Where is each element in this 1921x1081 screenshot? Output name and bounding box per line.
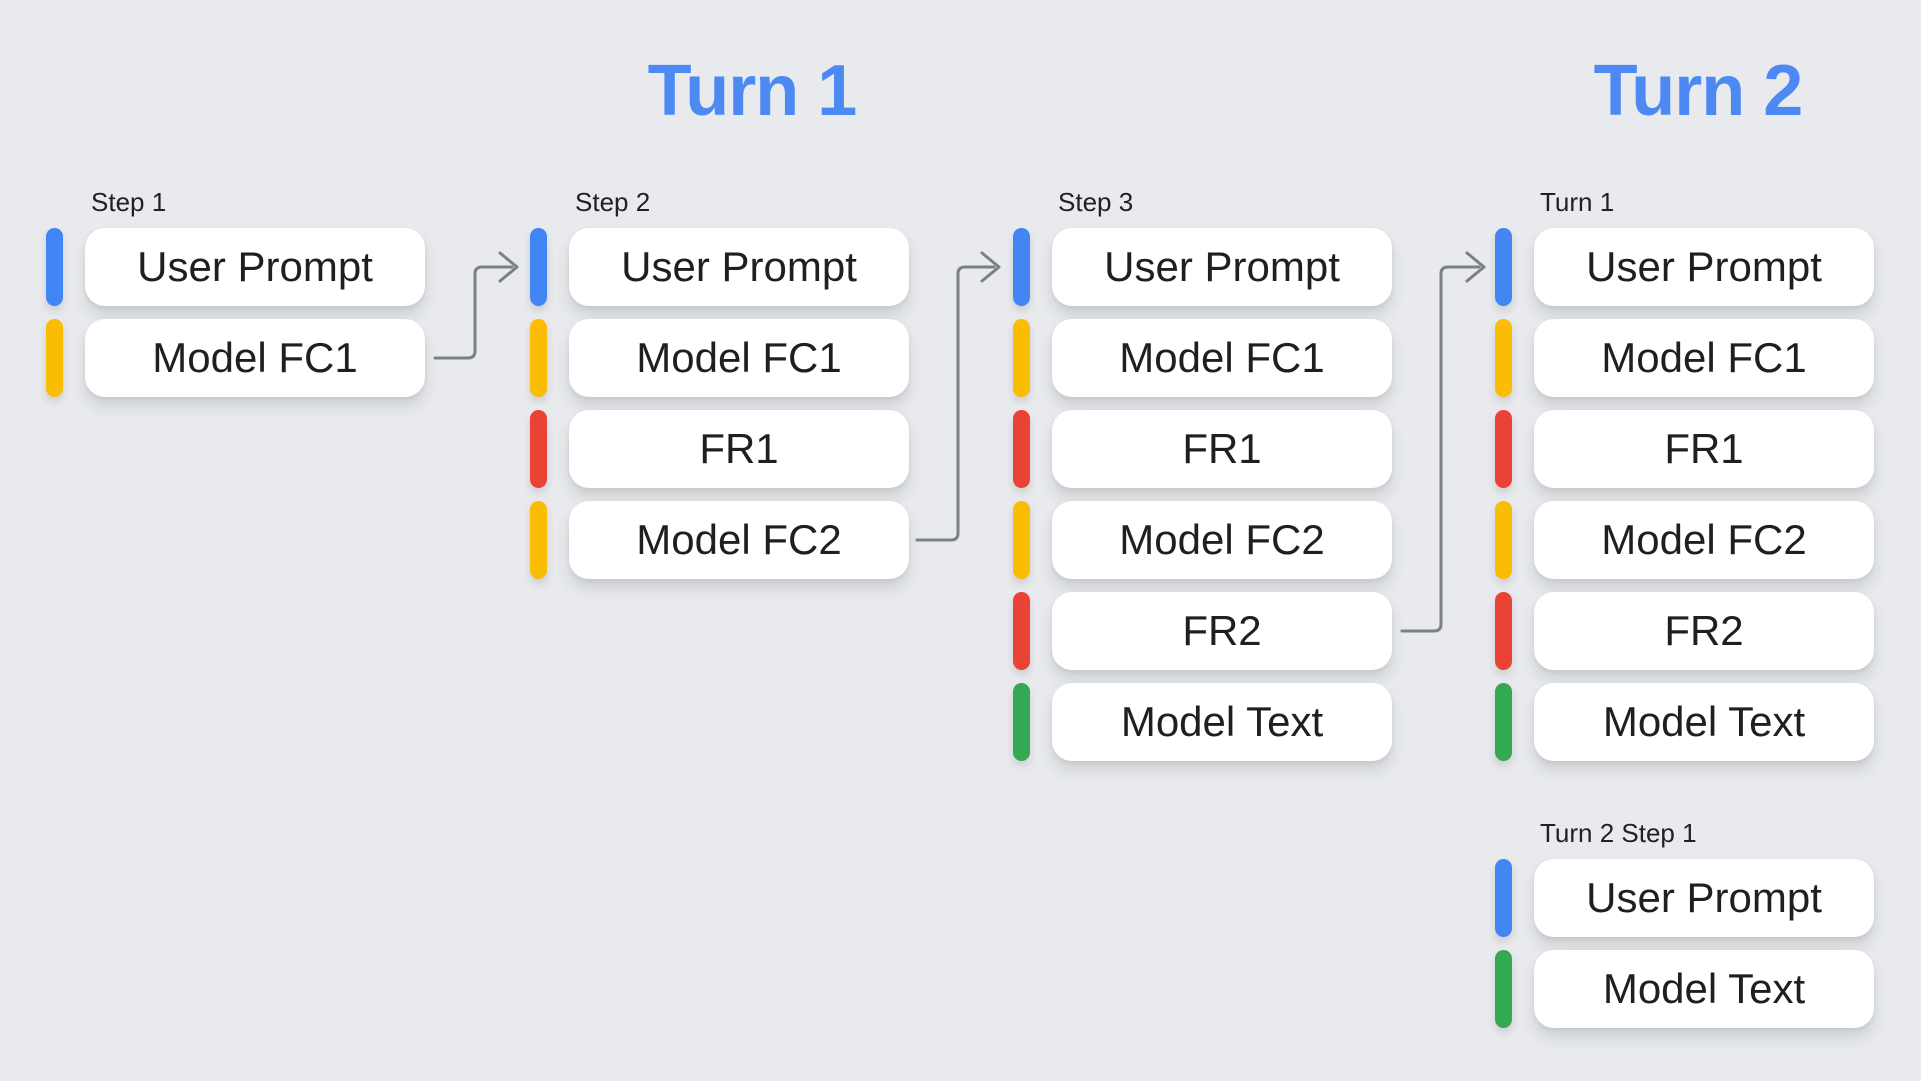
- model-text-bar: [1495, 950, 1512, 1028]
- diagram-row: Model FC1: [1495, 319, 1877, 397]
- arrow-step3-to-turn1: [1400, 251, 1486, 633]
- diagram-row: Model FC1: [46, 319, 428, 397]
- diagram-row: FR1: [1495, 410, 1877, 488]
- message-card: User Prompt: [1534, 859, 1874, 937]
- message-card: User Prompt: [1052, 228, 1392, 306]
- group-label: Step 1: [91, 187, 167, 217]
- message-card: Model FC2: [569, 501, 909, 579]
- user-prompt-bar: [1013, 228, 1030, 306]
- user-prompt-bar: [1495, 228, 1512, 306]
- group-label: Step 3: [1058, 187, 1134, 217]
- user-prompt-bar: [1495, 859, 1512, 937]
- turn-2-heading: Turn 2: [1593, 51, 1804, 131]
- diagram-row: Model FC1: [1013, 319, 1395, 397]
- diagram-row: Model FC1: [530, 319, 912, 397]
- model-fc-bar: [1013, 319, 1030, 397]
- message-card: Model Text: [1052, 683, 1392, 761]
- diagram-row: FR2: [1013, 592, 1395, 670]
- group-label: Turn 1: [1540, 187, 1615, 217]
- diagram-row: Model Text: [1013, 683, 1395, 761]
- diagram-row: FR1: [1013, 410, 1395, 488]
- function-response-bar: [530, 410, 547, 488]
- model-fc-bar: [530, 319, 547, 397]
- group-label: Turn 2 Step 1: [1540, 818, 1697, 848]
- user-prompt-bar: [530, 228, 547, 306]
- message-card: User Prompt: [85, 228, 425, 306]
- diagram-row: User Prompt: [1495, 859, 1877, 937]
- group-label: Step 2: [575, 187, 651, 217]
- diagram-row: Model FC2: [1495, 501, 1877, 579]
- arrow-step2-to-step3: [915, 251, 1001, 542]
- model-fc-bar: [1495, 319, 1512, 397]
- function-response-bar: [1495, 592, 1512, 670]
- message-card: Model Text: [1534, 950, 1874, 1028]
- message-card: Model FC1: [1534, 319, 1874, 397]
- message-card: Model FC2: [1052, 501, 1392, 579]
- message-card: FR2: [1052, 592, 1392, 670]
- diagram-row: User Prompt: [1495, 228, 1877, 306]
- message-card: Model Text: [1534, 683, 1874, 761]
- arrow-step1-to-step2: [433, 251, 519, 360]
- function-response-bar: [1013, 410, 1030, 488]
- diagram-row: User Prompt: [46, 228, 428, 306]
- model-fc-bar: [1495, 501, 1512, 579]
- diagram-row: FR1: [530, 410, 912, 488]
- user-prompt-bar: [46, 228, 63, 306]
- model-text-bar: [1013, 683, 1030, 761]
- function-response-bar: [1013, 592, 1030, 670]
- message-card: FR1: [569, 410, 909, 488]
- diagram-row: Model Text: [1495, 950, 1877, 1028]
- model-fc-bar: [1013, 501, 1030, 579]
- model-text-bar: [1495, 683, 1512, 761]
- message-card: User Prompt: [1534, 228, 1874, 306]
- turn-1-heading: Turn 1: [647, 51, 858, 131]
- message-card: Model FC1: [1052, 319, 1392, 397]
- message-card: FR1: [1052, 410, 1392, 488]
- diagram-row: Model FC2: [1013, 501, 1395, 579]
- diagram-row: User Prompt: [530, 228, 912, 306]
- diagram-row: Model FC2: [530, 501, 912, 579]
- message-card: FR2: [1534, 592, 1874, 670]
- message-card: Model FC1: [85, 319, 425, 397]
- message-card: User Prompt: [569, 228, 909, 306]
- model-fc-bar: [46, 319, 63, 397]
- function-response-bar: [1495, 410, 1512, 488]
- diagram-row: FR2: [1495, 592, 1877, 670]
- message-card: Model FC1: [569, 319, 909, 397]
- diagram-row: Model Text: [1495, 683, 1877, 761]
- message-card: FR1: [1534, 410, 1874, 488]
- message-card: Model FC2: [1534, 501, 1874, 579]
- model-fc-bar: [530, 501, 547, 579]
- diagram-row: User Prompt: [1013, 228, 1395, 306]
